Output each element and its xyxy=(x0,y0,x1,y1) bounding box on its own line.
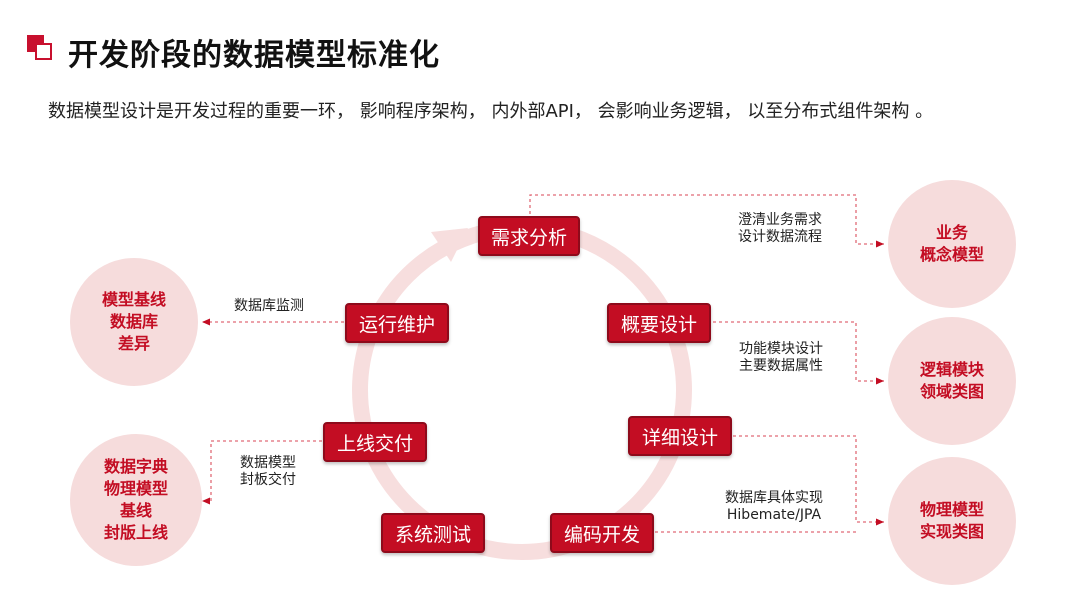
page-subtitle: 数据模型设计是开发过程的重要一环， 影响程序架构， 内外部API， 会影响业务逻… xyxy=(48,101,934,122)
output-logic-model: 逻辑模块 领域类图 xyxy=(888,317,1016,445)
page-title: 开发阶段的数据模型标准化 xyxy=(68,38,440,73)
note-maintenance: 数据库监测 xyxy=(234,298,304,314)
stage-outline-design: 概要设计 xyxy=(607,303,711,343)
cycle-ring xyxy=(352,220,692,560)
note-delivery: 数据模型 封板交付 xyxy=(240,455,296,488)
title-bullet-icon xyxy=(27,35,55,63)
stage-delivery: 上线交付 xyxy=(323,422,427,462)
note-coding: 数据库具体实现 Hibemate/JPA xyxy=(725,490,823,523)
stage-coding: 编码开发 xyxy=(550,513,654,553)
output-physical-model: 物理模型 实现类图 xyxy=(888,457,1016,585)
connector-detailed-design xyxy=(733,435,884,526)
stage-requirements: 需求分析 xyxy=(478,216,580,256)
connector-outline-design xyxy=(713,321,884,385)
output-dictionary: 数据字典 物理模型 基线 封版上线 xyxy=(70,434,202,566)
output-business-model: 业务 概念模型 xyxy=(888,180,1016,308)
connector-requirements xyxy=(529,194,884,248)
stage-detailed-design: 详细设计 xyxy=(628,416,732,456)
output-baseline-diff: 模型基线 数据库 差异 xyxy=(70,258,198,386)
cycle-arrow-head xyxy=(431,228,468,262)
stage-testing: 系统测试 xyxy=(381,513,485,553)
connector-delivery xyxy=(202,440,322,505)
note-requirements: 澄清业务需求 设计数据流程 xyxy=(738,212,822,245)
stage-maintenance: 运行维护 xyxy=(345,303,449,343)
note-outline-design: 功能模块设计 主要数据属性 xyxy=(739,341,823,374)
